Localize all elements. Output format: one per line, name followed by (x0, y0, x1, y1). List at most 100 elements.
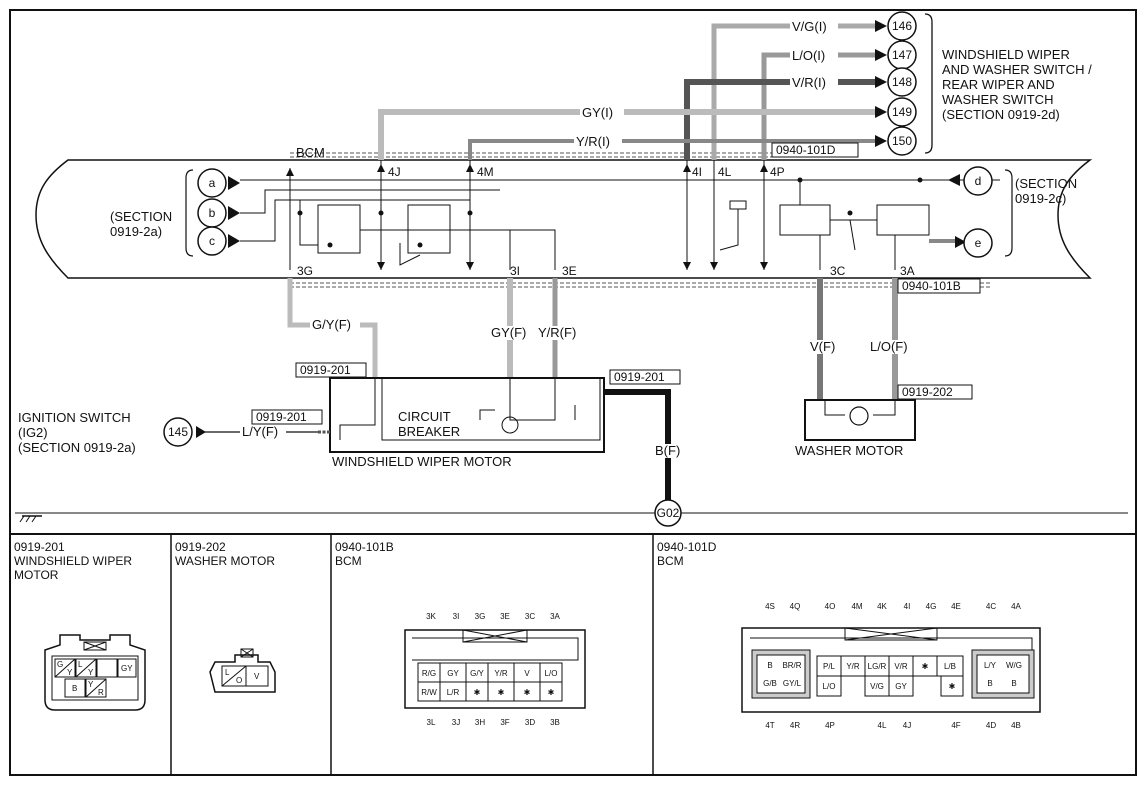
svg-text:4A: 4A (1011, 602, 1021, 611)
svg-text:Y/R: Y/R (494, 669, 508, 678)
ignition-terminal-circle (163, 417, 193, 447)
svg-text:3L: 3L (427, 718, 436, 727)
svg-text:4M: 4M (477, 165, 494, 179)
svg-text:4K: 4K (877, 602, 887, 611)
svg-text:3J: 3J (452, 718, 460, 727)
svg-text:P/L: P/L (823, 662, 836, 671)
svg-text:G/Y(F): G/Y(F) (312, 317, 351, 332)
top-wire-labels: V/G(I) L/O(I) V/R(I) GY(I) Y/R(I) (576, 19, 827, 149)
svg-text:GY: GY (121, 664, 133, 673)
svg-text:4M: 4M (851, 602, 862, 611)
svg-text:3G: 3G (297, 264, 313, 278)
svg-text:0940-101B: 0940-101B (335, 540, 394, 554)
svg-text:Y/R(F): Y/R(F) (538, 325, 576, 340)
svg-text:Y/R: Y/R (846, 662, 860, 671)
svg-text:Y: Y (88, 668, 94, 677)
svg-text:✱: ✱ (524, 688, 531, 697)
svg-text:0919-2a): 0919-2a) (110, 224, 162, 239)
svg-text:BR/R: BR/R (782, 661, 801, 670)
washer-motor-title: WASHER MOTOR (795, 443, 903, 458)
svg-text:L: L (78, 660, 83, 669)
svg-text:b: b (209, 206, 216, 220)
svg-text:148: 148 (892, 75, 912, 89)
svg-text:4C: 4C (986, 602, 996, 611)
terminal-numbers: 146 147 148 149 150 (892, 19, 912, 148)
svg-text:GY: GY (895, 682, 907, 691)
svg-text:✱: ✱ (949, 682, 956, 691)
svg-text:V/G: V/G (870, 682, 884, 691)
svg-text:L/O(I): L/O(I) (792, 48, 825, 63)
svg-text:3A: 3A (900, 264, 915, 278)
panel-201-text: 0919-201 WINDSHIELD WIPER MOTOR (14, 540, 132, 582)
svg-text:Y/R(I): Y/R(I) (576, 134, 610, 149)
svg-text:3E: 3E (500, 612, 510, 621)
svg-text:L/B: L/B (944, 662, 956, 671)
svg-text:✱: ✱ (498, 688, 505, 697)
svg-text:L/O: L/O (823, 682, 836, 691)
section-left: (SECTION 0919-2a) (110, 209, 172, 239)
bcm-right-terminals (929, 166, 993, 258)
svg-text:0940-101D: 0940-101D (657, 540, 717, 554)
svg-text:a: a (209, 176, 216, 190)
top-wires (378, 23, 875, 270)
svg-text:GY(F): GY(F) (491, 325, 526, 340)
svg-text:BREAKER: BREAKER (398, 424, 460, 439)
svg-text:O: O (236, 676, 242, 685)
bcm-body (35, 159, 1093, 279)
svg-text:0919-2c): 0919-2c) (1015, 191, 1066, 206)
svg-text:3A: 3A (550, 612, 560, 621)
svg-text:V(F): V(F) (810, 339, 835, 354)
svg-text:4L: 4L (718, 165, 732, 179)
svg-text:4D: 4D (986, 721, 996, 730)
svg-text:GY(I): GY(I) (582, 105, 613, 120)
panel-202-text: 0919-202 WASHER MOTOR (175, 540, 275, 568)
svg-text:4G: 4G (926, 602, 937, 611)
svg-text:V/R: V/R (894, 662, 908, 671)
svg-text:146: 146 (892, 19, 912, 33)
bcm-top-pins: 4J 4M 4I 4L 4P (388, 165, 785, 179)
bcm-bottom-pins: 3G 3I 3E 3C 3A (297, 264, 915, 278)
svg-text:WINDSHIELD WIPER: WINDSHIELD WIPER (942, 47, 1070, 62)
svg-text:4E: 4E (951, 602, 961, 611)
circuit-breaker-label: CIRCUIT BREAKER (398, 409, 460, 439)
diagram-frame (9, 9, 1137, 776)
svg-text:4L: 4L (878, 721, 887, 730)
svg-text:4J: 4J (903, 721, 911, 730)
svg-text:4B: 4B (1011, 721, 1021, 730)
svg-text:3H: 3H (475, 718, 485, 727)
svg-text:W/G: W/G (1006, 661, 1022, 670)
svg-text:BCM: BCM (335, 554, 362, 568)
ground-label: G02 (657, 506, 680, 520)
svg-text:d: d (975, 174, 982, 188)
svg-text:Y: Y (67, 668, 73, 677)
svg-text:G/Y: G/Y (470, 669, 484, 678)
washer-motor-box (804, 399, 916, 441)
svg-text:(IG2): (IG2) (18, 425, 48, 440)
svg-text:3C: 3C (525, 612, 535, 621)
svg-text:GY/L: GY/L (783, 679, 802, 688)
svg-text:R/W: R/W (421, 688, 437, 697)
svg-text:4I: 4I (904, 602, 911, 611)
svg-text:(SECTION 0919-2a): (SECTION 0919-2a) (18, 440, 136, 455)
svg-text:V/R(I): V/R(I) (792, 75, 826, 90)
svg-text:L/R: L/R (447, 688, 460, 697)
wiper-motor-internals (339, 378, 601, 441)
svg-text:R: R (98, 688, 104, 697)
svg-text:G/B: G/B (763, 679, 777, 688)
svg-text:L/O(F): L/O(F) (870, 339, 908, 354)
svg-text:4T: 4T (765, 721, 774, 730)
bcm-label: BCM (296, 145, 325, 160)
svg-text:AND WASHER SWITCH /: AND WASHER SWITCH / (942, 62, 1092, 77)
svg-text:BCM: BCM (657, 554, 684, 568)
svg-text:4R: 4R (790, 721, 800, 730)
svg-text:B: B (1011, 679, 1016, 688)
svg-text:V: V (524, 669, 530, 678)
svg-text:c: c (209, 234, 215, 248)
svg-text:4O: 4O (825, 602, 836, 611)
ignition-terminal: 145 (168, 425, 188, 439)
svg-text:WASHER MOTOR: WASHER MOTOR (175, 554, 275, 568)
bcm-left-terminals (197, 168, 240, 256)
svg-text:WASHER SWITCH: WASHER SWITCH (942, 92, 1053, 107)
